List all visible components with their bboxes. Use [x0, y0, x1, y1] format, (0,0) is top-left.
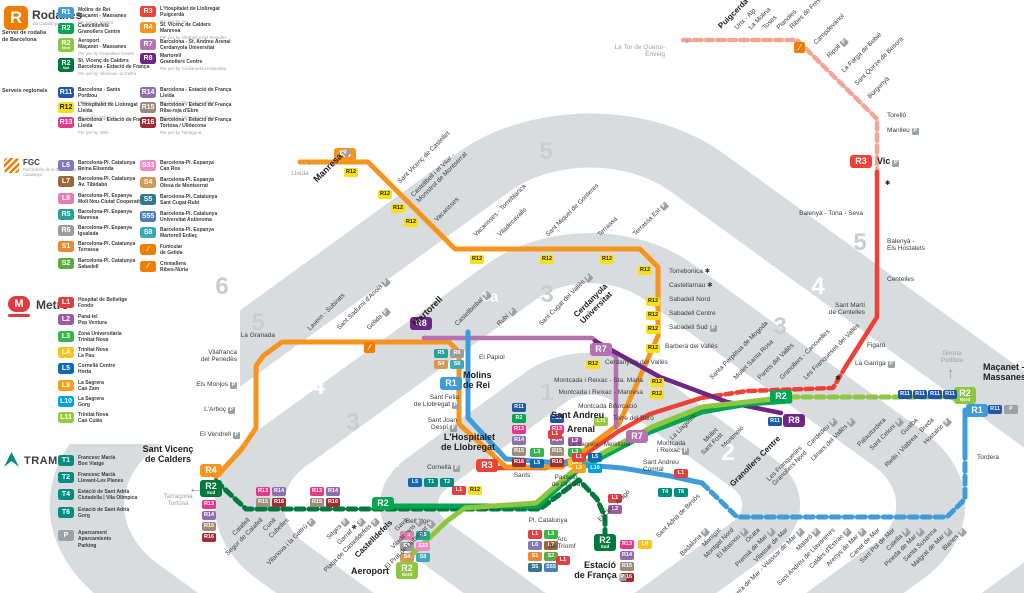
line-R3 — [843, 169, 880, 369]
line-R2nord — [398, 394, 793, 568]
line-R3-dashed — [698, 363, 849, 401]
line-R4 — [213, 159, 661, 480]
line-R2sud — [213, 477, 608, 543]
legend-backdrop — [0, 0, 240, 444]
line-R3-north — [680, 37, 880, 181]
fare-zone-rings — [49, 113, 1024, 593]
line-R1-coast — [699, 455, 968, 520]
line-R8 — [592, 338, 784, 416]
